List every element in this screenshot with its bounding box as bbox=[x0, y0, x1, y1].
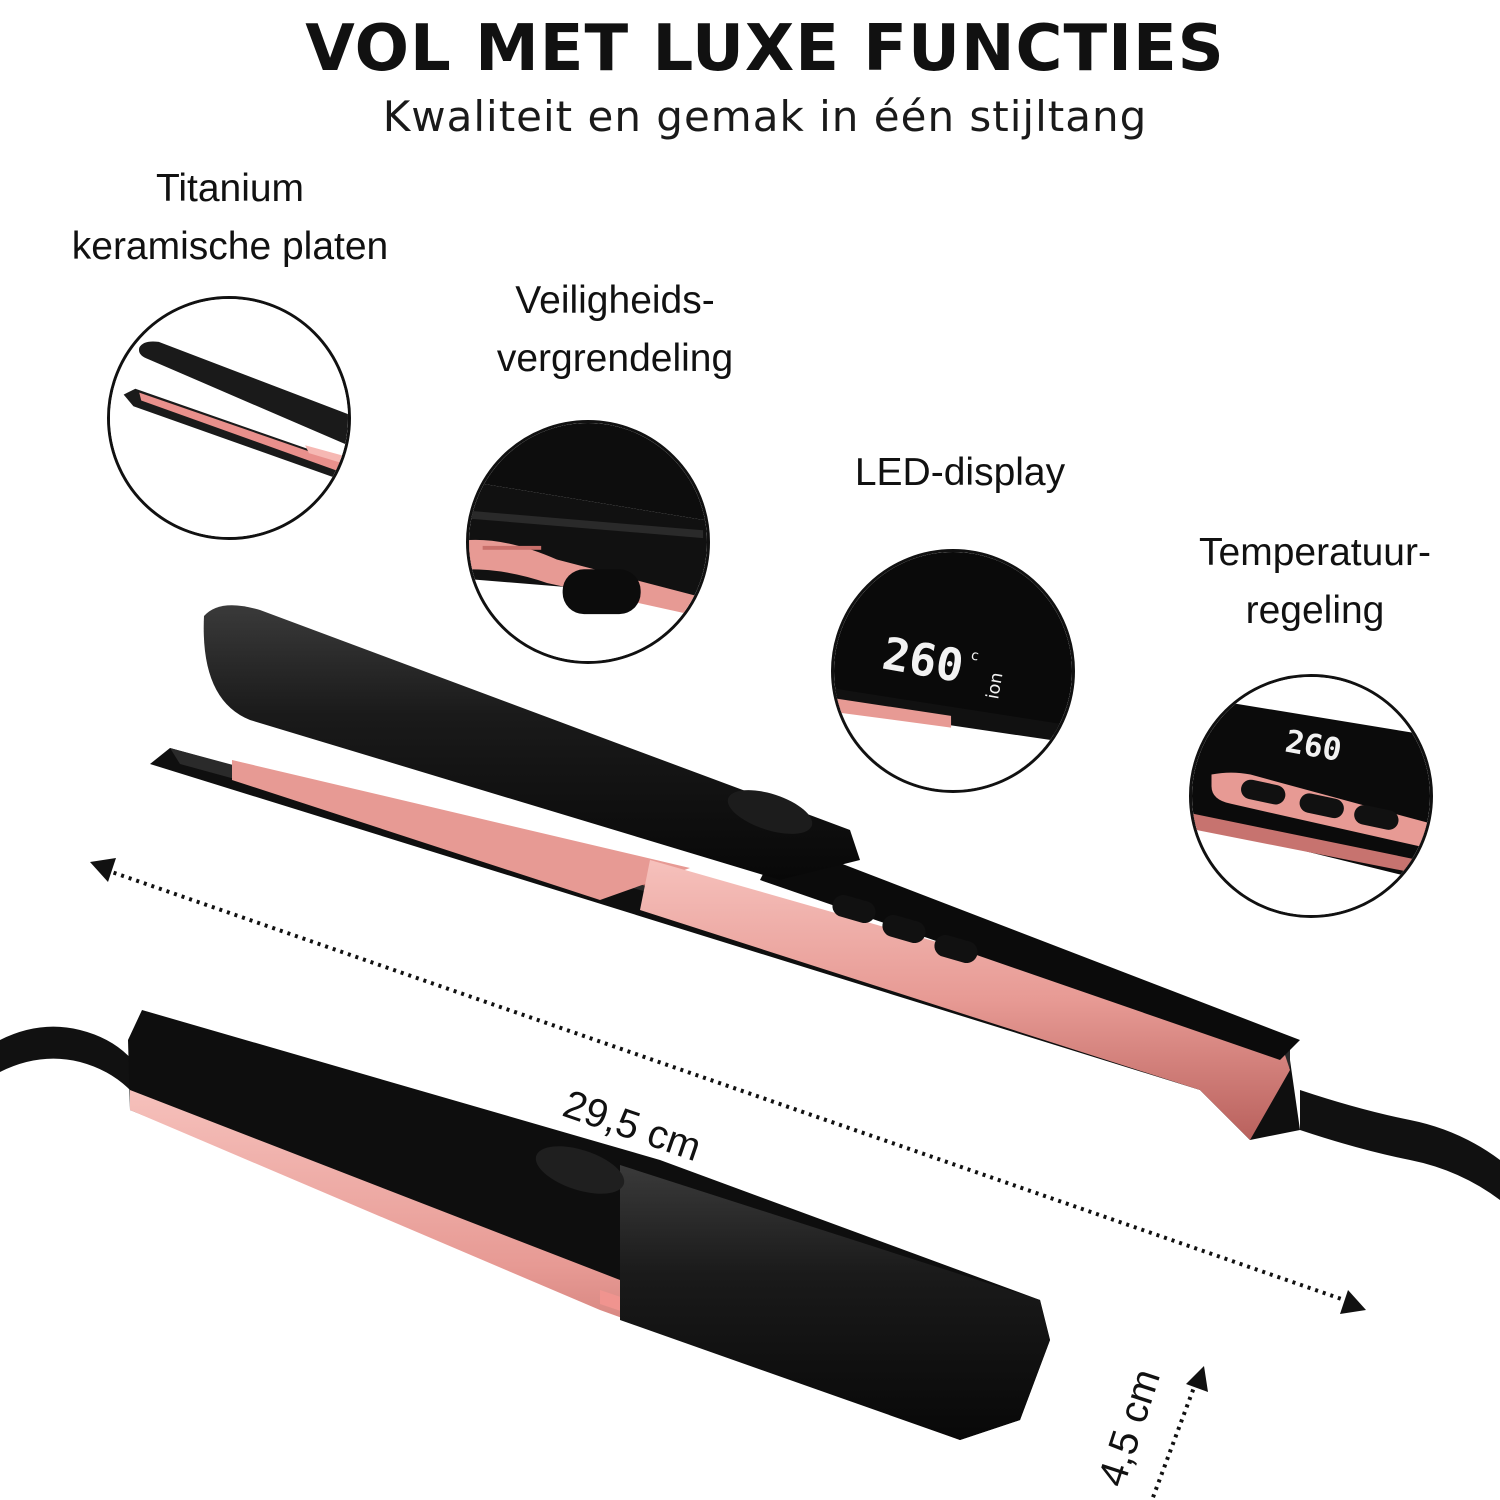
lock-closeup-icon bbox=[469, 423, 707, 661]
led-ion-label: ion bbox=[983, 671, 1007, 701]
safety-lock-detail bbox=[466, 420, 710, 664]
page-subtitle: Kwaliteit en gemak in één stijltang bbox=[382, 92, 1148, 141]
feature-label-temperature: Temperatuur- regeling bbox=[1199, 531, 1431, 632]
feature-label-lock: Veiligheids- vergrendeling bbox=[496, 279, 734, 380]
feature-label-display: LED-display bbox=[854, 451, 1066, 494]
straightener-closed bbox=[0, 1010, 1050, 1440]
feature-label-plates: Titanium keramische platen bbox=[71, 167, 389, 268]
titanium-plates-detail bbox=[107, 296, 351, 540]
length-dimension-arrow bbox=[90, 858, 1366, 1314]
led-unit: c bbox=[970, 647, 980, 664]
buttons-closeup-icon: 260 bbox=[1192, 677, 1430, 915]
led-closeup-icon: 260 c ion bbox=[834, 552, 1072, 790]
led-display-detail: 260 c ion bbox=[831, 549, 1075, 793]
page-title: VOL MET LUXE FUNCTIES bbox=[305, 12, 1225, 86]
length-label: 29,5 cm bbox=[557, 1082, 707, 1170]
plates-closeup-icon bbox=[110, 299, 348, 537]
temperature-control-detail: 260 bbox=[1189, 674, 1433, 918]
width-label: 4,5 cm bbox=[1090, 1363, 1169, 1492]
